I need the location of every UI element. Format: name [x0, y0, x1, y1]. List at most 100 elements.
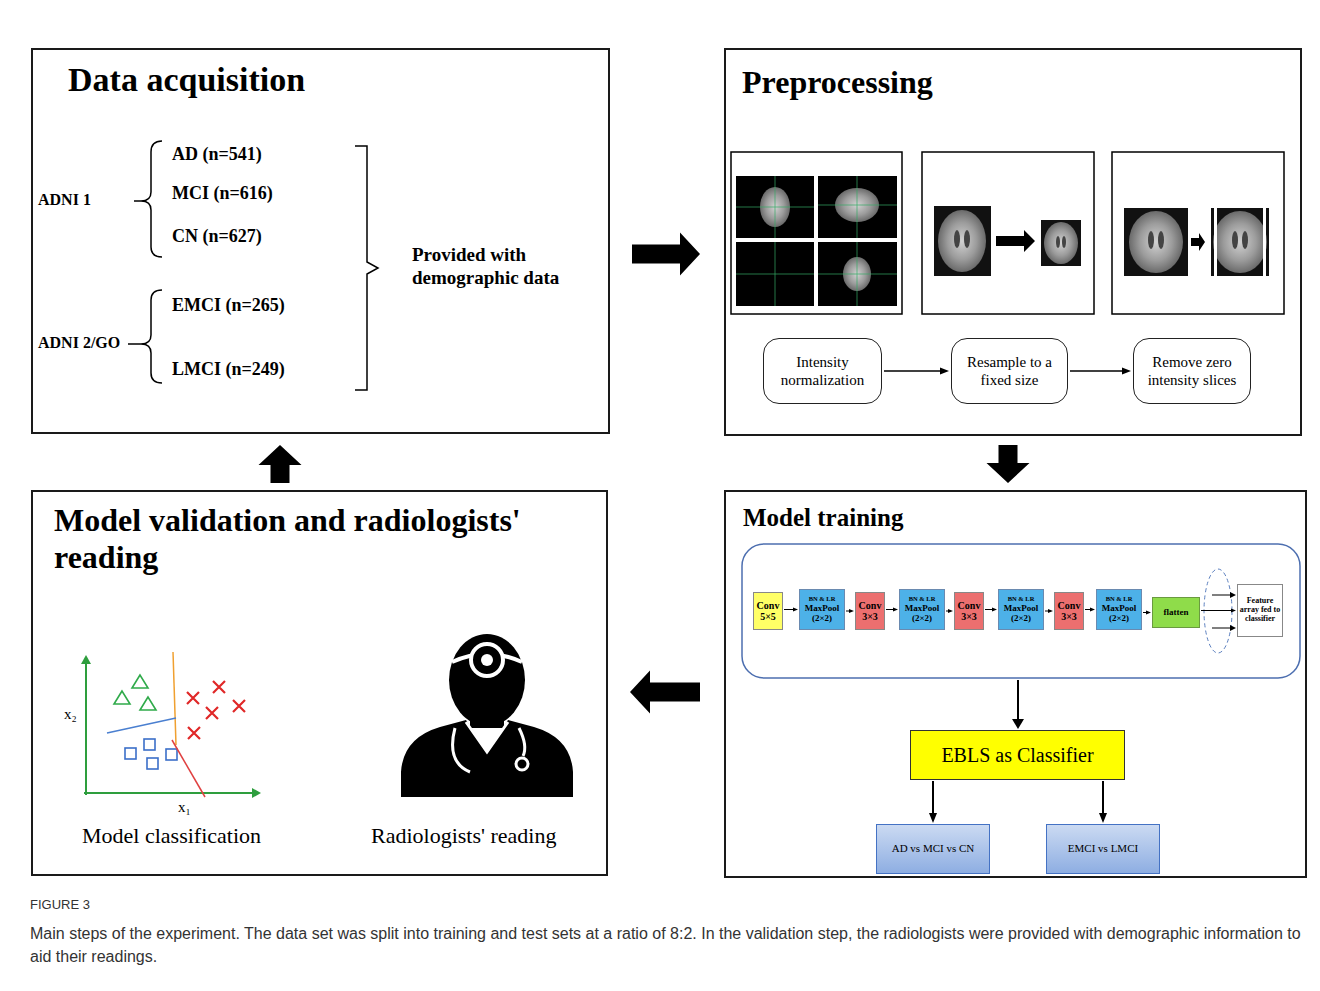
- arrow-line: [946, 611, 948, 612]
- text-label: x₂: [64, 706, 77, 723]
- text-stack: Conv 5×5: [755, 600, 781, 623]
- arrow-head: [992, 608, 997, 612]
- arrow-line: [985, 609, 992, 610]
- pool-layer: BN & LRMaxPool (2×2): [998, 589, 1044, 630]
- text-label: MCI (n=616): [172, 183, 273, 204]
- flow-arrow: [1143, 611, 1151, 615]
- box-label: EMCI vs LMCI: [1050, 842, 1156, 855]
- flow-arrow: [1085, 608, 1095, 612]
- text-label: FIGURE 3: [30, 898, 90, 913]
- box-label: MaxPool (2×2): [1098, 603, 1140, 624]
- box-label: Feature array fed to classifier: [1239, 597, 1281, 623]
- text-stack: Feature array fed to classifier: [1239, 597, 1281, 623]
- conv-layer: Conv 5×5: [753, 592, 783, 630]
- output-box: EMCI vs LMCI: [1046, 824, 1160, 874]
- block-arrow: [987, 445, 1030, 483]
- text-stack: flatten: [1154, 607, 1198, 617]
- text-stack: EMCI vs LMCI: [1050, 842, 1156, 855]
- arrow-line: [1201, 610, 1231, 611]
- arrow-head: [929, 813, 937, 823]
- arrow-head: [1146, 611, 1151, 615]
- arrow-line: [884, 370, 940, 372]
- process-box: Remove zero intensity slices: [1133, 338, 1251, 404]
- pool-layer: BN & LRMaxPool (2×2): [899, 589, 945, 630]
- box-label: Intensity normalization: [768, 353, 877, 389]
- panel-title: Model validation and radiologists' readi…: [54, 502, 584, 576]
- text-label: EMCI (n=265): [172, 295, 285, 316]
- flow-arrow: [784, 608, 798, 612]
- text-label: Provided with demographic data: [412, 243, 602, 289]
- box-label: Conv 5×5: [755, 600, 781, 623]
- flow-arrow: [929, 781, 937, 823]
- step-panel: Model validation and radiologists' readi…: [31, 490, 608, 876]
- text-label: ADNI 1: [38, 191, 91, 209]
- flow-arrow: [985, 608, 997, 612]
- arrow-line: [846, 611, 849, 612]
- step-panel: PreprocessingIntensity normalizationResa…: [724, 48, 1302, 436]
- text-label: Radiologists' reading: [371, 823, 556, 848]
- box-label: MaxPool (2×2): [801, 603, 843, 624]
- pool-layer: BN & LRMaxPool (2×2): [1096, 589, 1142, 630]
- step-panel: Model trainingConv 5×5BN & LRMaxPool (2×…: [724, 490, 1307, 878]
- box-label: MaxPool (2×2): [901, 603, 943, 624]
- arrow-line: [1102, 781, 1104, 813]
- doctor-icon: [401, 634, 573, 797]
- mri-images: [731, 152, 1284, 314]
- text-stack: Resample to a fixed size: [956, 353, 1063, 389]
- arrow-head: [1122, 368, 1131, 375]
- box-label: EBLS as Classifier: [915, 743, 1120, 767]
- arrow-line: [1085, 609, 1090, 610]
- text-label: ADNI 2/GO: [38, 334, 120, 352]
- text-label: CN (n=627): [172, 226, 262, 247]
- block-arrow: [630, 671, 700, 714]
- process-box: Resample to a fixed size: [951, 338, 1068, 404]
- flow-arrow: [884, 368, 949, 375]
- block-arrow: [259, 445, 302, 483]
- box-label: AD vs MCI vs CN: [880, 842, 986, 855]
- flow-arrow: [846, 609, 854, 613]
- box-label: BN & LR: [801, 595, 843, 602]
- bracket: [128, 141, 378, 390]
- text-stack: Intensity normalization: [768, 353, 877, 389]
- pool-layer: BN & LRMaxPool (2×2): [799, 589, 845, 630]
- text-stack: BN & LRMaxPool (2×2): [901, 595, 943, 623]
- arrow-head: [1090, 608, 1095, 612]
- arrow-line: [1143, 612, 1146, 613]
- text-stack: Conv 3×3: [857, 600, 883, 623]
- classifier-box: EBLS as Classifier: [910, 730, 1125, 780]
- arrow-head: [1048, 609, 1053, 613]
- text-stack: EBLS as Classifier: [915, 743, 1120, 767]
- flow-arrow: [1201, 609, 1236, 613]
- box-label: BN & LR: [901, 595, 943, 602]
- text-stack: BN & LRMaxPool (2×2): [1098, 595, 1140, 623]
- box-label: MaxPool (2×2): [1000, 603, 1042, 624]
- flow-arrow: [946, 609, 953, 613]
- arrow-line: [1070, 370, 1122, 372]
- text-label: AD (n=541): [172, 144, 262, 165]
- arrow-line: [1045, 611, 1048, 612]
- arrow-head: [940, 368, 949, 375]
- figure-caption: Main steps of the experiment. The data s…: [30, 922, 1305, 968]
- arrow-head: [893, 608, 898, 612]
- process-box: Intensity normalization: [763, 338, 882, 404]
- arrow-line: [784, 609, 793, 610]
- text-label: Model classification: [82, 823, 261, 848]
- conv-layer: Conv 3×3: [954, 592, 984, 630]
- network-frame: [742, 544, 1300, 729]
- conv-layer: Conv 3×3: [1054, 592, 1084, 630]
- output-box: AD vs MCI vs CN: [876, 824, 990, 874]
- box-label: Conv 3×3: [857, 600, 883, 623]
- text-stack: BN & LRMaxPool (2×2): [801, 595, 843, 623]
- arrow-head: [1231, 609, 1236, 613]
- text-stack: BN & LRMaxPool (2×2): [1000, 595, 1042, 623]
- box-label: BN & LR: [1098, 595, 1140, 602]
- arrow-line: [932, 781, 934, 813]
- text-stack: Conv 3×3: [1056, 600, 1082, 623]
- conv-layer: Conv 3×3: [855, 592, 885, 630]
- text-stack: Conv 3×3: [956, 600, 982, 623]
- scatter-plot: [81, 652, 261, 798]
- flow-arrow: [1045, 609, 1053, 613]
- box-label: BN & LR: [1000, 595, 1042, 602]
- flow-arrow: [886, 608, 898, 612]
- text-stack: Remove zero intensity slices: [1138, 353, 1246, 389]
